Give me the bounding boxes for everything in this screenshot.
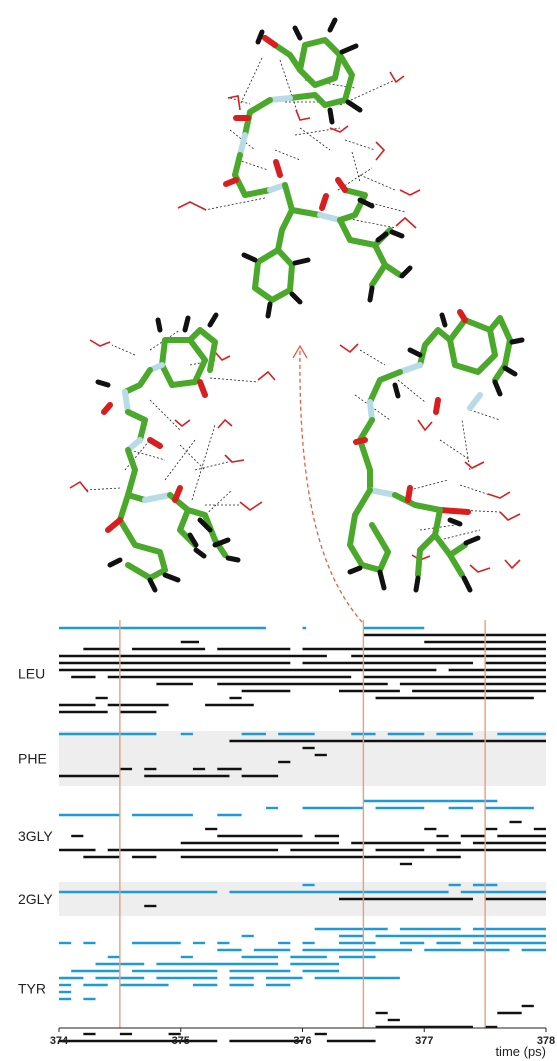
residue-bands xyxy=(59,731,546,916)
transition-arrow-line xyxy=(299,349,363,623)
left-molecule-hydrogens xyxy=(95,312,241,593)
residue-label-phe: PHE xyxy=(18,751,47,767)
right-molecule xyxy=(339,309,525,593)
time-markers xyxy=(119,620,486,1028)
right-molecule-hydrogens xyxy=(347,312,525,593)
residue-band-phe xyxy=(59,731,546,786)
residue-label-leu: LEU xyxy=(18,666,45,682)
hbond-timeline: LEU PHE 3GLY 2GLY TYR 374 375 376 377 378 time (… xyxy=(18,620,555,1059)
top-molecule-hbonds xyxy=(204,57,406,229)
hbond-bars xyxy=(59,626,546,1043)
time-tick-label: 376 xyxy=(293,1035,311,1047)
left-molecule-bonds xyxy=(101,327,228,581)
time-tick-label: 374 xyxy=(50,1035,69,1047)
time-axis-label: time (ps) xyxy=(495,1044,546,1059)
transition-arrow xyxy=(292,344,363,623)
time-tick-label: 375 xyxy=(172,1035,190,1047)
residue-label-tyr: TYR xyxy=(18,981,46,997)
top-molecule-hydrogens xyxy=(241,17,413,319)
right-molecule-hbonds xyxy=(354,349,501,541)
left-molecule-hbonds xyxy=(85,329,259,521)
time-tick-label: 378 xyxy=(537,1035,555,1047)
molecular-structures xyxy=(69,17,525,623)
top-molecule xyxy=(177,17,421,319)
residue-labels: LEU PHE 3GLY 2GLY TYR xyxy=(18,666,53,997)
top-molecule-waters xyxy=(177,71,421,229)
time-tick-label: 377 xyxy=(415,1035,433,1047)
transition-arrowhead xyxy=(292,344,308,359)
time-axis xyxy=(58,1027,547,1032)
right-molecule-waters xyxy=(339,343,521,573)
left-molecule xyxy=(69,312,276,593)
right-molecule-bonds xyxy=(347,309,513,578)
residue-label-3gly: 3GLY xyxy=(18,828,53,844)
left-molecule-waters xyxy=(69,339,276,511)
time-tick-labels: 374 375 376 377 378 xyxy=(50,1035,555,1047)
residue-label-2gly: 2GLY xyxy=(18,891,53,907)
top-molecule-bonds xyxy=(223,35,403,303)
